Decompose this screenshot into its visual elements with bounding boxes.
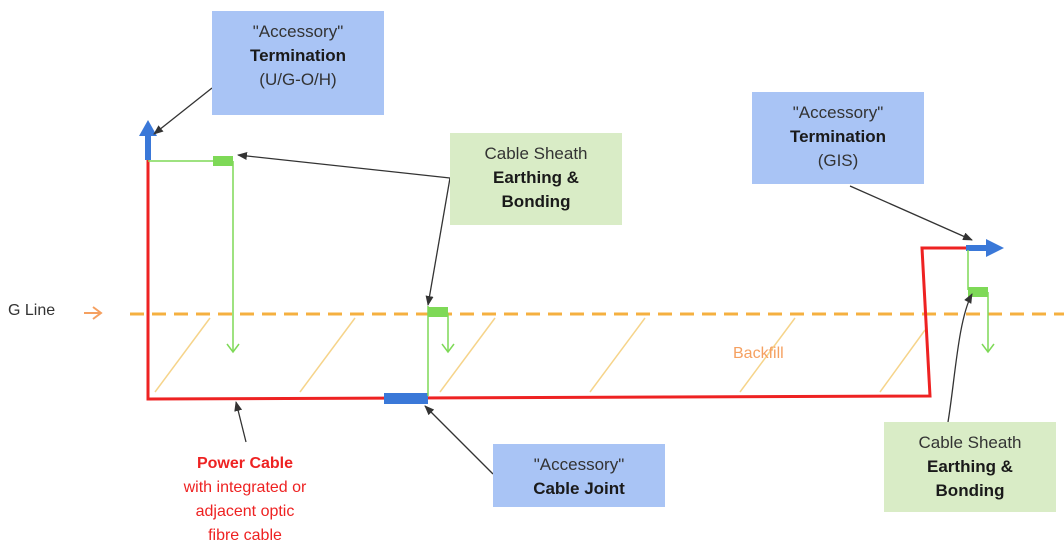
termination-gis-quote: "Accessory" bbox=[792, 103, 884, 122]
g-line-arrow bbox=[84, 306, 103, 320]
sheath-left-line2: Earthing & bbox=[493, 168, 579, 187]
sheath-earthing-box-left: Cable Sheath Earthing & Bonding bbox=[450, 133, 622, 225]
power-cable-title: Power Cable bbox=[196, 455, 294, 472]
sheath-left-line3: Bonding bbox=[501, 192, 571, 211]
sheath-left-line1: Cable Sheath bbox=[484, 144, 588, 163]
earthing-2 bbox=[427, 306, 455, 396]
cable-joint-box: "Accessory" Cable Joint bbox=[493, 444, 665, 507]
termination-gis-title: Termination bbox=[789, 127, 887, 146]
termination-uh-sub: (U/G-O/H) bbox=[259, 70, 337, 89]
backfill-label: Backfill bbox=[733, 345, 784, 362]
power-cable-desc3: fibre cable bbox=[208, 527, 282, 544]
earthing-1 bbox=[148, 160, 240, 354]
termination-uh-box: "Accessory" Termination (U/G-O/H) bbox=[212, 11, 384, 115]
power-cable-desc1: with integrated or bbox=[183, 479, 307, 496]
termination-uh-arrow bbox=[139, 120, 157, 160]
termination-uh-quote: "Accessory" bbox=[252, 22, 344, 41]
termination-gis-box: "Accessory" Termination (GIS) bbox=[752, 92, 924, 184]
g-line-label: G Line bbox=[8, 302, 56, 319]
termination-gis-sub: (GIS) bbox=[817, 151, 859, 170]
sheath-right-line1: Cable Sheath bbox=[918, 433, 1022, 452]
joint-quote: "Accessory" bbox=[533, 455, 625, 474]
termination-gis-arrow bbox=[966, 239, 1004, 257]
earthing-3 bbox=[967, 250, 995, 354]
sheath-earthing-box-right: Cable Sheath Earthing & Bonding bbox=[884, 422, 1056, 512]
power-cable-desc2: adjacent optic bbox=[195, 503, 295, 520]
backfill-hatching bbox=[154, 317, 926, 393]
pointer-arrows bbox=[153, 87, 973, 475]
power-cable bbox=[146, 150, 985, 401]
power-cable-label: Power Cable with integrated or adjacent … bbox=[160, 452, 330, 548]
cable-joint-bar bbox=[384, 393, 428, 404]
joint-title: Cable Joint bbox=[533, 479, 625, 498]
sheath-right-line3: Bonding bbox=[935, 481, 1005, 500]
sheath-right-line2: Earthing & bbox=[927, 457, 1013, 476]
termination-uh-title: Termination bbox=[249, 46, 347, 65]
